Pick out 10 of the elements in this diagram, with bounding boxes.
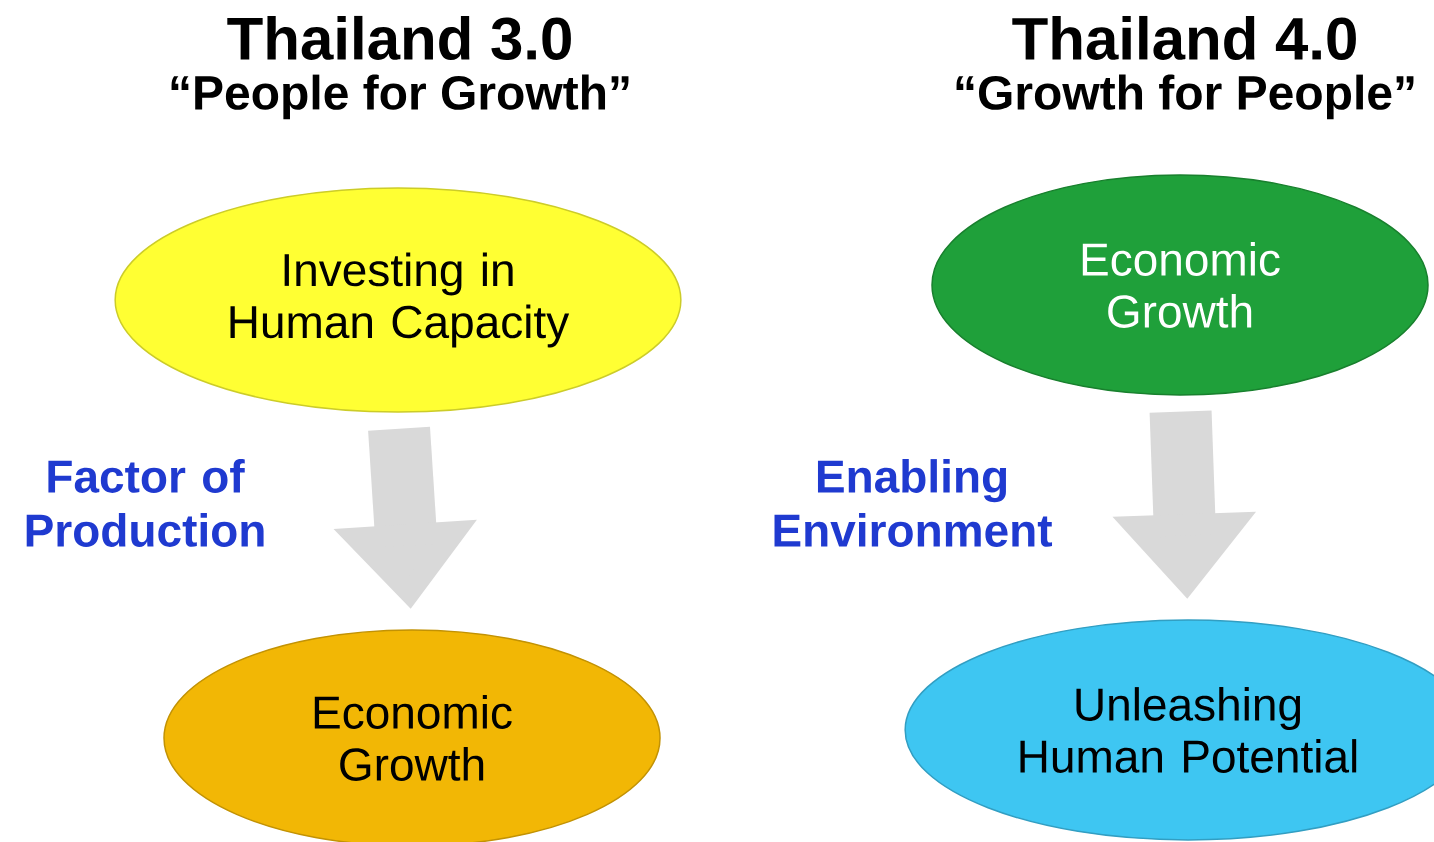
edge-label: Enabling Environment <box>774 459 1053 547</box>
heading: Thailand 4.0 <box>1012 15 1356 60</box>
ellipse-node: Investing in Human Capacity <box>114 187 682 413</box>
edge-label: Factor of Production <box>26 459 264 547</box>
heading: Thailand 3.0 <box>227 15 571 61</box>
heading: “People for Growth” <box>171 74 629 120</box>
ellipse-node: Unleashing Human Potential <box>904 619 1434 841</box>
ellipse-node: Economic Growth <box>931 174 1429 396</box>
heading: “Growth for People” <box>956 74 1414 120</box>
ellipse-node: Economic Growth <box>163 629 661 842</box>
